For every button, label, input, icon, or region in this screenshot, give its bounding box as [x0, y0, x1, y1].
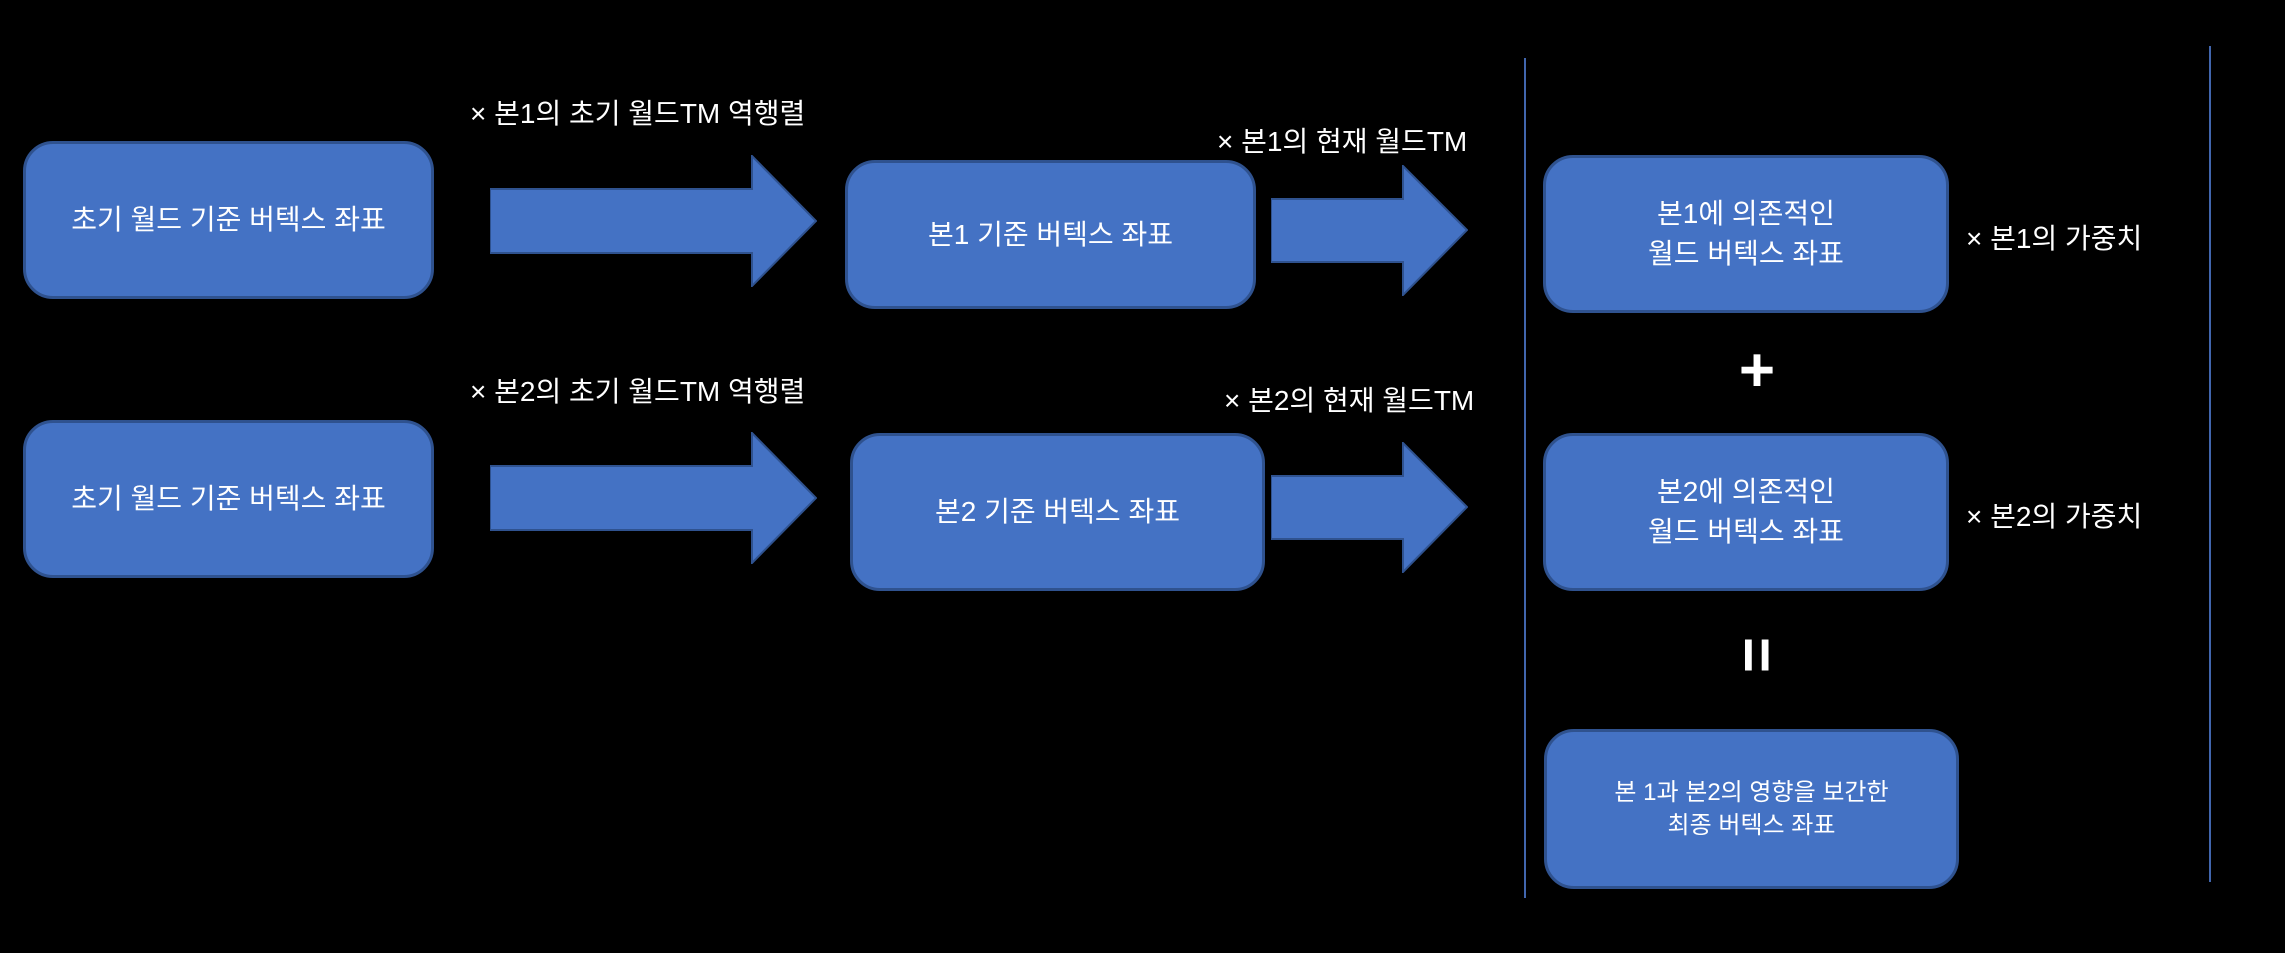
final-vertex-text-line1: 본 1과 본2의 영향을 보간한 [1614, 779, 1889, 806]
row2-dependent-world-vertex-box: 본2에 의존적인 월드 버텍스 좌표 [1543, 433, 1949, 591]
row2-dependent-world-vertex-text-line2: 월드 버텍스 좌표 [1648, 516, 1844, 547]
row2-bone-space-vertex-box: 본2 기준 버텍스 좌표 [850, 433, 1265, 591]
row1-weight-label: × 본1의 가중치 [1966, 223, 2143, 254]
equals-operator: = [1722, 636, 1791, 674]
row1-bone-space-vertex-box: 본1 기준 버텍스 좌표 [845, 160, 1256, 309]
row1-current-world-tm-label: × 본1의 현재 월드TM [1217, 126, 1468, 157]
row2-current-world-tm-label: × 본2의 현재 월드TM [1224, 385, 1475, 416]
row1-initial-world-vertex-text: 초기 월드 기준 버텍스 좌표 [71, 204, 386, 235]
row1-right-arrow-1 [490, 155, 817, 287]
plus-operator: + [1738, 336, 1776, 405]
row1-bone-space-vertex-text: 본1 기준 버텍스 좌표 [928, 218, 1173, 250]
final-vertex-box: 본 1과 본2의 영향을 보간한 최종 버텍스 좌표 [1544, 729, 1959, 889]
row1-inverse-world-tm-label: × 본1의 초기 월드TM 역행렬 [470, 98, 806, 129]
row2-initial-world-vertex-text: 초기 월드 기준 버텍스 좌표 [71, 483, 386, 514]
row1-initial-world-vertex-box: 초기 월드 기준 버텍스 좌표 [23, 141, 434, 299]
row2-initial-world-vertex-box: 초기 월드 기준 버텍스 좌표 [23, 420, 434, 578]
row1-dependent-world-vertex-text-line1: 본1에 의존적인 [1657, 198, 1835, 229]
sum-bracket-left-line [1524, 58, 1526, 898]
final-vertex-text-line2: 최종 버텍스 좌표 [1667, 812, 1836, 839]
row1-right-arrow-2 [1271, 165, 1468, 296]
row2-right-arrow-2 [1271, 442, 1468, 573]
row2-right-arrow-1 [490, 432, 817, 564]
row2-inverse-world-tm-label: × 본2의 초기 월드TM 역행렬 [470, 376, 806, 407]
row2-dependent-world-vertex-text-line1: 본2에 의존적인 [1657, 476, 1835, 507]
sum-bracket-right-line [2209, 46, 2211, 882]
row2-weight-label: × 본2의 가중치 [1966, 501, 2143, 532]
row1-dependent-world-vertex-box: 본1에 의존적인 월드 버텍스 좌표 [1543, 155, 1949, 313]
row2-bone-space-vertex-text: 본2 기준 버텍스 좌표 [935, 496, 1180, 527]
row1-dependent-world-vertex-text-line2: 월드 버텍스 좌표 [1648, 238, 1844, 269]
